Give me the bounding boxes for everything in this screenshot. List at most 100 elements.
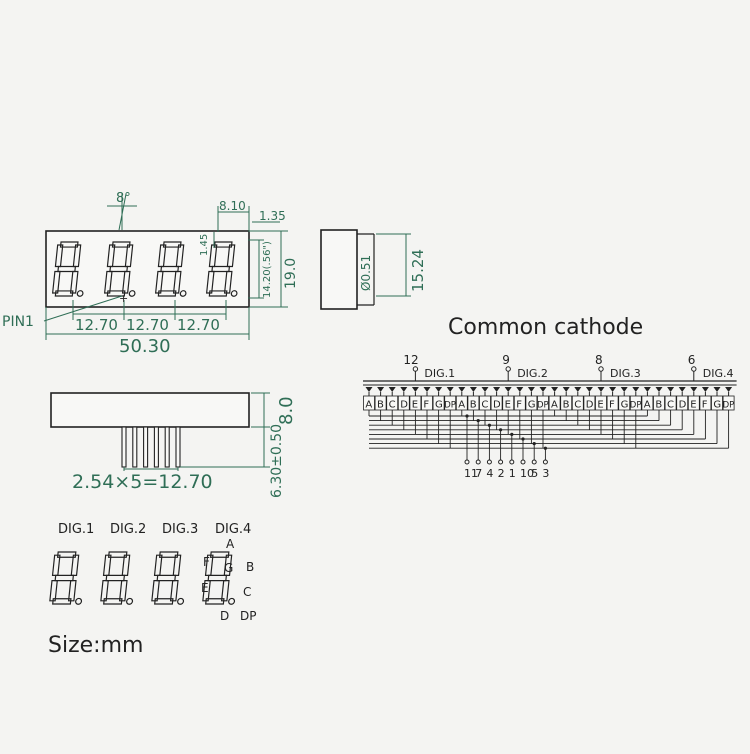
bottom-pin-6 [175,426,181,468]
angle-label: 8° [116,191,131,206]
dig4-seg-c-diode [667,387,675,392]
front-digit-2-dp [128,290,136,297]
layout-digit-2-seg-g [105,574,126,582]
dig4-seg-f-diode [701,387,709,392]
dig1-seg-f-diode [423,387,431,392]
layout-digit-1-seg-g [54,574,75,582]
front-digits [51,241,238,297]
front-digit-2 [103,241,136,297]
segment-pin-node-f [520,459,526,465]
layout-digit-4-seg-g [207,574,228,582]
dig4-seg-a-diode [643,387,651,392]
dig3-seg-e-label: E [597,400,603,411]
digit-height-label: 14.20(.56") [262,241,273,298]
dig1-pin: 12 [403,353,418,367]
spacing-label-1: 12.70 [75,316,118,334]
layout-digit-2 [100,551,134,605]
dig3-seg-dp-label: DP [630,401,642,411]
segment-label-a: A [226,537,235,551]
layout-digit-4 [202,551,236,605]
pin1-leader [43,295,123,322]
dig3-seg-d-diode [585,387,593,392]
side-view: Ø0.51 15.24 [320,229,427,310]
angle-line-b [118,193,127,231]
segment-rail-junction-f [521,437,525,441]
pin1-marker: + [119,292,128,305]
height-label: 19.0 [283,258,299,289]
dig4-seg-g-diode [713,387,721,392]
dig3-seg-f-label: F [609,400,615,411]
dig1-seg-g-diode [435,387,443,392]
bottom-pin-2 [132,426,138,468]
dig2-seg-dp-diode [539,387,547,392]
dig1-seg-a-label: A [365,400,372,411]
dig4-seg-dp-diode [725,387,733,392]
layout-digit-3-seg-b [172,554,182,576]
segment-pin-node-a [464,459,470,465]
dig3-seg-f-diode [609,387,617,392]
front-digit-2-seg-g [109,265,129,273]
dig4-seg-dp-label: DP [723,401,735,411]
dig2-seg-c-label: C [481,400,488,411]
segment-label-dp: DP [240,609,256,623]
front-digit-4 [205,241,238,297]
side-body-outline [320,229,358,310]
segment-pin-f: 10 [520,467,534,480]
dig3-seg-d-label: D [586,400,594,411]
seg-width-label: 1.35 [259,209,286,223]
segment-label-e: E [201,581,209,595]
schematic-title: Common cathode [448,315,643,340]
dig1-seg-d-label: D [400,400,408,411]
segment-rail-junction-dp [543,446,548,450]
dig4-seg-b-label: B [655,400,662,411]
dig3-seg-a-label: A [551,400,558,411]
pin-length-label: 6.30±0.50 [269,424,285,498]
dig1-seg-g-label: G [435,400,443,411]
dig3-seg-g-diode [620,387,628,392]
front-digit-3-seg-g [160,265,180,273]
layout-digit-label-2: DIG.2 [110,522,146,537]
dig2-seg-e-diode [504,387,512,392]
dig1-seg-dp-label: DP [444,401,456,411]
layout-digit-label-1: DIG.1 [58,522,94,537]
segment-label-b: B [246,560,254,574]
segment-pin-dp: 3 [542,467,549,480]
total-width-label: 50.30 [119,336,171,357]
size-note: Size:mm [48,633,143,658]
dig1-seg-e-diode [411,387,419,392]
segment-pin-node-c [486,459,492,465]
bottom-body-outline [50,392,250,428]
segment-rail-junction-g [532,442,536,446]
layout-digit-2-seg-f [102,554,112,576]
dig2-seg-f-diode [516,387,524,392]
dig3-seg-e-diode [597,387,605,392]
segment-label-f: F [203,555,210,569]
layout-view: DIG.1 DIG.2 DIG.3 DIG.4 A B C D E F G DP [49,522,256,623]
pin-dia-label: Ø0.51 [359,255,373,291]
dig2-seg-d-label: D [493,400,501,411]
bottom-pins [121,426,181,468]
pin-spacing-label: 2.54×5=12.70 [72,471,213,493]
dig2-seg-b-label: B [470,400,477,411]
segment-rail-junction-d [499,428,503,432]
segment-rail-junction-b [476,419,480,423]
dig3-seg-c-diode [574,387,582,392]
layout-digit-3-seg-c [169,580,179,602]
dig3-common-node [598,366,604,372]
segment-label-g: G [224,561,233,575]
layout-digits [49,551,236,605]
dig2-seg-g-diode [527,387,535,392]
layout-digit-1-seg-f [51,554,61,576]
layout-digit-2-seg-b [121,554,131,576]
dig1-seg-f-label: F [423,400,429,411]
layout-digit-1-dp [75,597,83,605]
pin1-label: PIN1 [2,314,34,330]
layout-digit-3-seg-e [151,580,160,602]
dig2-seg-b-diode [469,387,477,392]
front-view: 8° 8.10 1.35 1.45 14.20(.56") 19.0 12.70… [2,191,299,357]
layout-digit-1-seg-c [67,580,77,602]
layout-digit-4-seg-c [220,580,230,602]
